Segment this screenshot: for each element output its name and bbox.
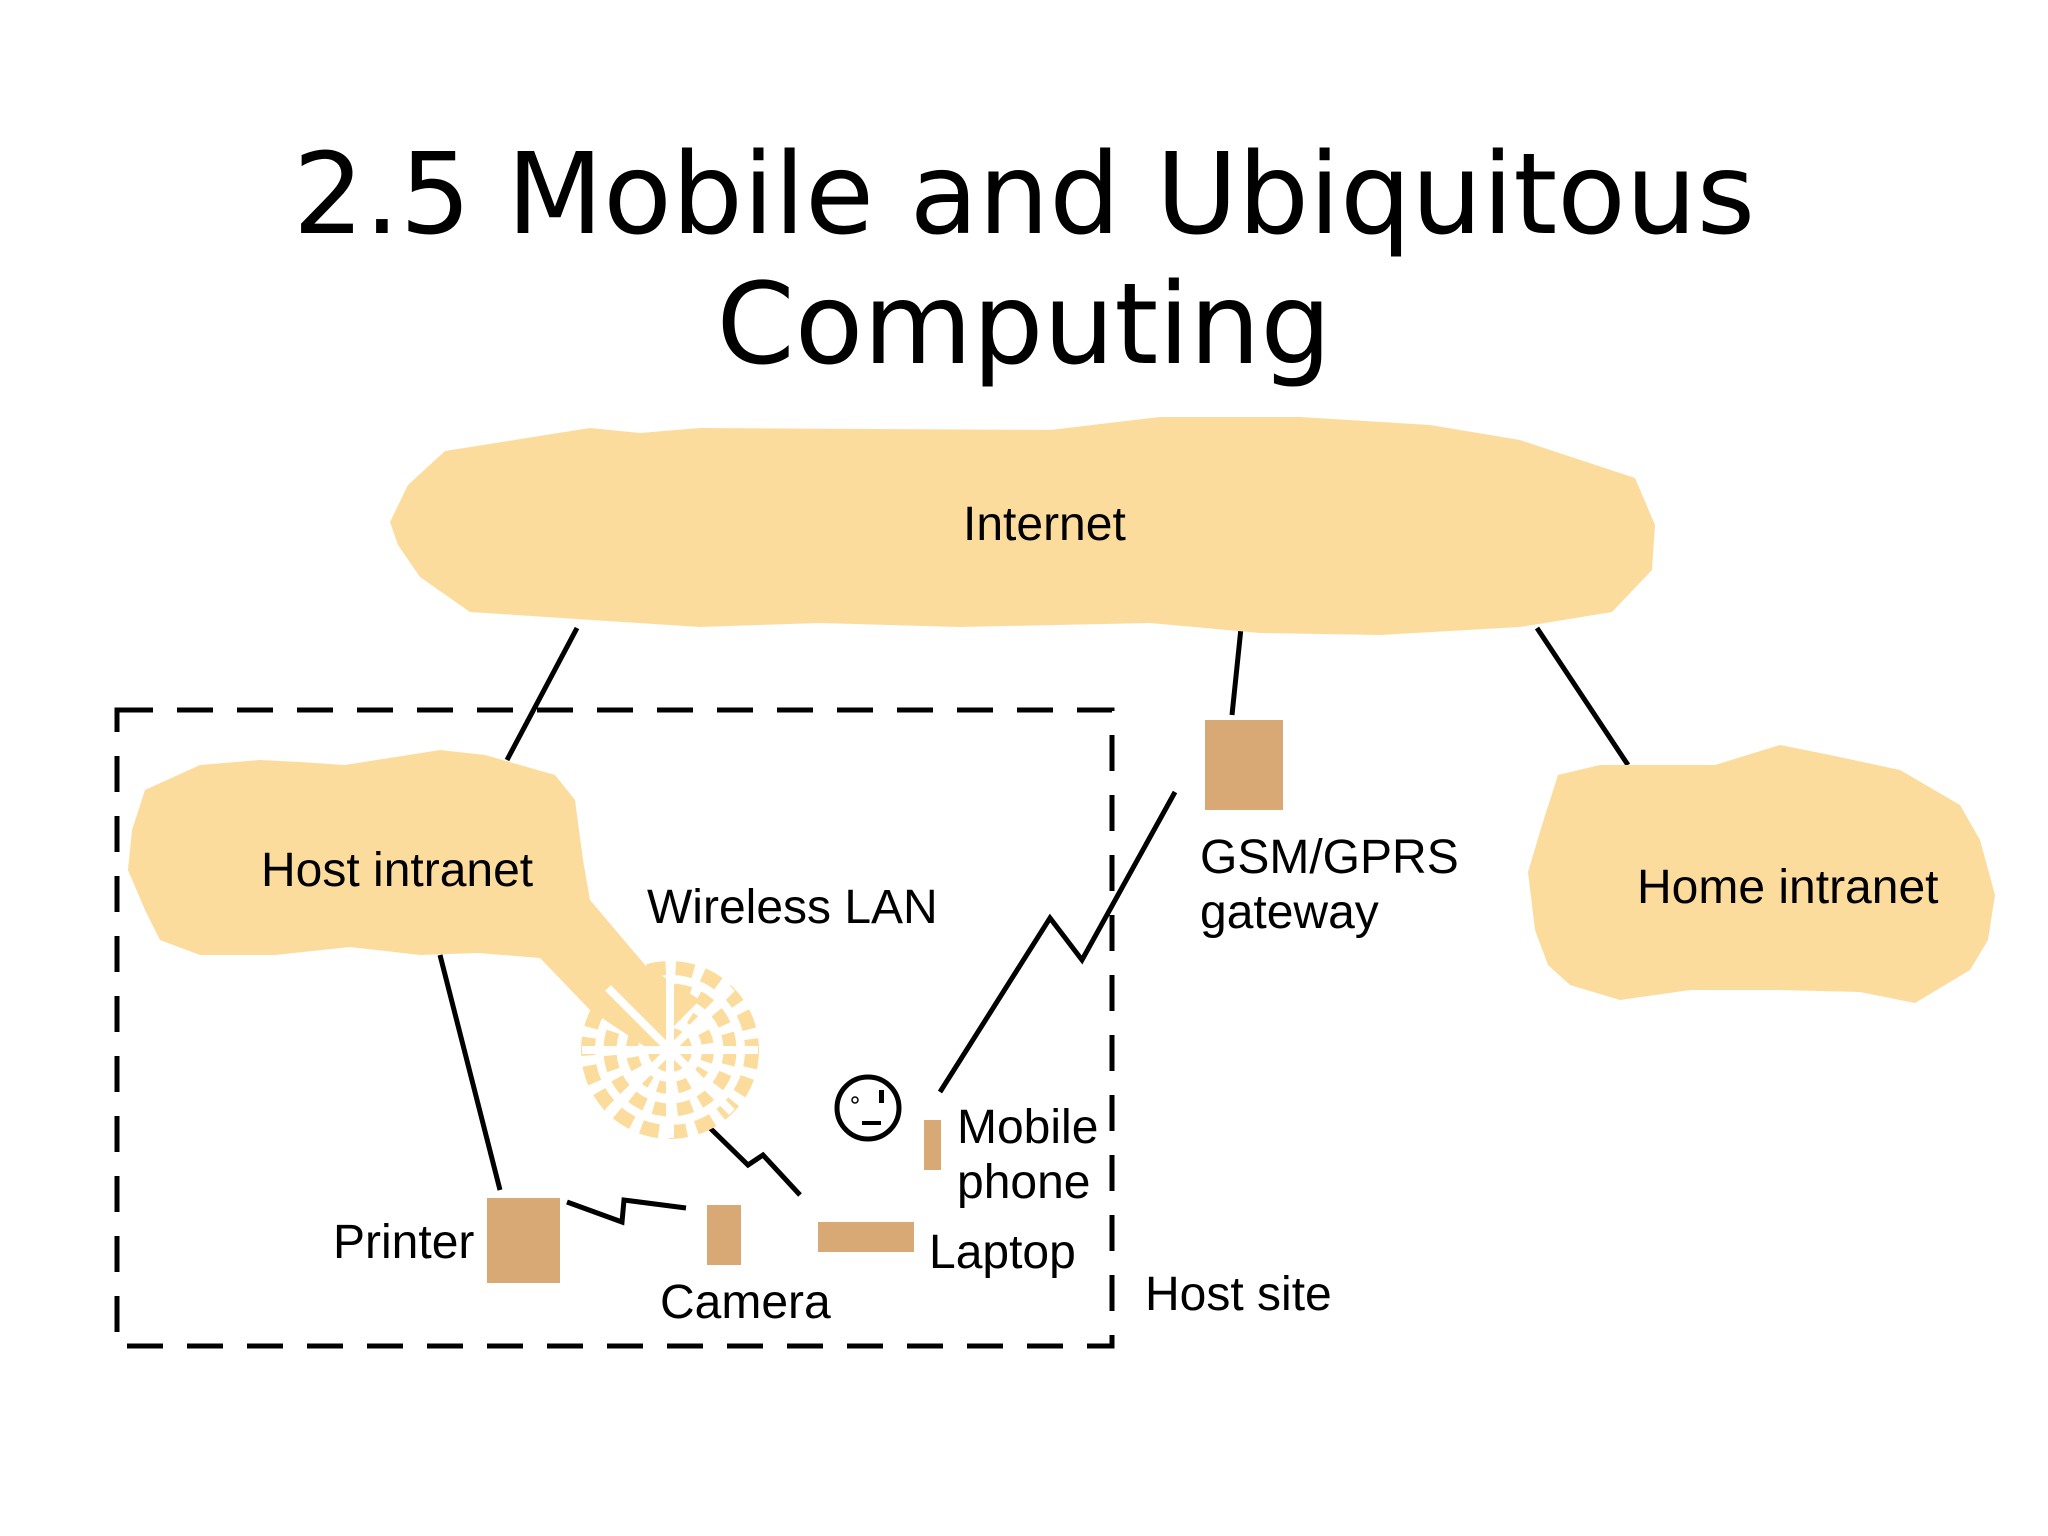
wireless-link-gateway-mobile	[937, 790, 1178, 1094]
mobile-phone-device	[924, 1120, 941, 1170]
host-site-boundary	[114, 707, 1115, 1349]
internet-label: Internet	[963, 498, 1126, 551]
laptop-device	[818, 1222, 914, 1252]
laptop-label: Laptop	[929, 1226, 1076, 1279]
host-site-label: Host site	[1145, 1268, 1332, 1321]
host-intranet-cloud	[128, 750, 700, 1050]
user-face-icon	[834, 1074, 902, 1142]
internet-cloud	[390, 417, 1655, 635]
camera-device	[707, 1205, 741, 1265]
mobile-phone-label-line2: phone	[957, 1156, 1090, 1209]
printer-device	[487, 1198, 560, 1283]
wireless-link-printer-camera	[566, 1197, 687, 1226]
host-intranet-label: Host intranet	[261, 844, 533, 897]
slide-title: 2.5 Mobile and Ubiquitous Computing	[292, 130, 1756, 390]
wireless-link-lan-laptop	[708, 1126, 802, 1197]
mobile-phone-label-line1: Mobile	[957, 1101, 1098, 1154]
home-intranet-label: Home intranet	[1637, 861, 1938, 914]
link-internet-gateway	[1229, 627, 1244, 716]
link-host-intranet-printer	[437, 954, 503, 1191]
gateway-label-line2: gateway	[1200, 886, 1379, 939]
printer-label: Printer	[333, 1216, 474, 1269]
gateway-label-line1: GSM/GPRS	[1200, 831, 1459, 884]
wireless-lan-label: Wireless LAN	[647, 881, 938, 934]
link-internet-home-intranet	[1534, 626, 1631, 767]
home-intranet-cloud	[1528, 745, 1995, 1003]
wireless-access-point-icon	[581, 961, 759, 1139]
gsm-gateway-device	[1205, 720, 1283, 810]
link-internet-host-intranet	[504, 626, 580, 762]
camera-label: Camera	[660, 1276, 831, 1329]
